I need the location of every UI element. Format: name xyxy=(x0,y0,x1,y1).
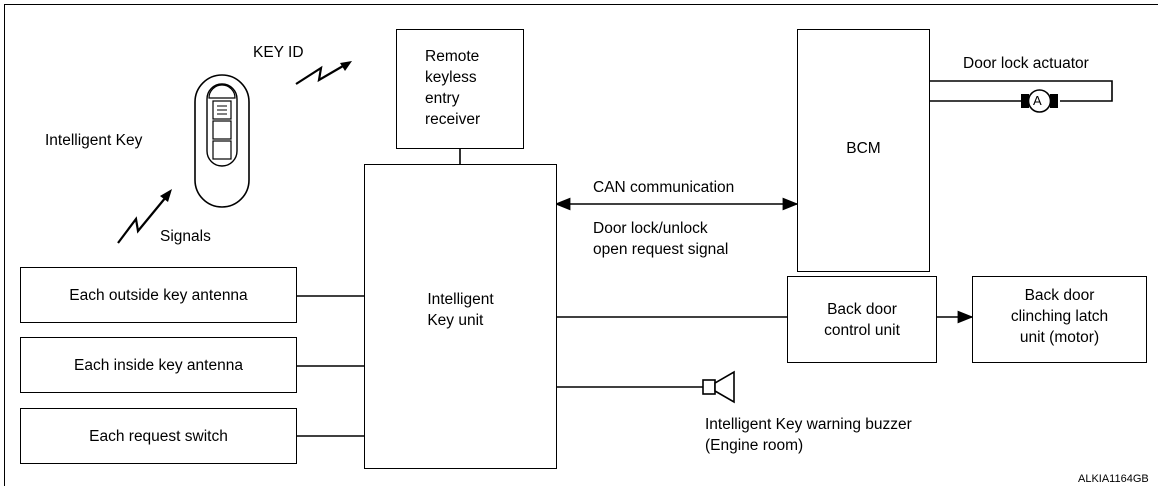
inside-antenna-label: Each inside key antenna xyxy=(74,356,243,374)
key-id-label: KEY ID xyxy=(253,44,304,61)
outside-antenna-label: Each outside key antenna xyxy=(69,286,248,304)
door-lock-actuator-label: Door lock actuator xyxy=(963,55,1089,72)
outside-antenna-box: Each outside key antenna xyxy=(20,267,297,323)
can-communication-label: CAN communication xyxy=(593,179,735,196)
back-door-latch-unit-box: Back door clinching latch unit (motor) xyxy=(972,276,1147,363)
buzzer-label: Intelligent Key warning buzzer (Engine r… xyxy=(705,416,912,454)
signals-arrow-icon xyxy=(117,189,172,244)
figure-code-label: ALKIA1164GB xyxy=(1078,473,1149,485)
intelligent-key-label: Intelligent Key xyxy=(45,132,143,149)
back-door-control-unit-box: Back door control unit xyxy=(787,276,937,363)
buzzer-icon xyxy=(702,370,735,404)
inside-antenna-box: Each inside key antenna xyxy=(20,337,297,393)
door-lock-actuator-motor-icon xyxy=(1021,89,1058,113)
bcm-label: BCM xyxy=(846,140,881,157)
back-door-control-unit-label: Back door control unit xyxy=(824,300,900,339)
back-door-latch-unit-label: Back door clinching latch unit (motor) xyxy=(1010,287,1109,346)
signals-label: Signals xyxy=(160,228,211,245)
remote-keyless-receiver-box: Remote keyless entry receiver xyxy=(396,29,524,149)
request-switch-box: Each request switch xyxy=(20,408,297,464)
bcm-box: BCM xyxy=(797,29,930,272)
actuator-line-top xyxy=(929,80,1113,102)
door-lock-signal-label: Door lock/unlock open request signal xyxy=(593,220,729,258)
intelligent-key-unit-box: Intelligent Key unit xyxy=(364,164,557,469)
request-switch-label: Each request switch xyxy=(89,427,228,445)
diagram-frame xyxy=(4,4,1158,486)
key-id-signal-arrow-icon xyxy=(295,61,352,85)
intelligent-key-fob-icon xyxy=(194,74,250,208)
intelligent-key-unit-label: Intelligent Key unit xyxy=(427,290,494,329)
actuator-symbol-label: A xyxy=(1033,93,1042,108)
remote-keyless-receiver-label: Remote keyless entry receiver xyxy=(425,48,481,128)
